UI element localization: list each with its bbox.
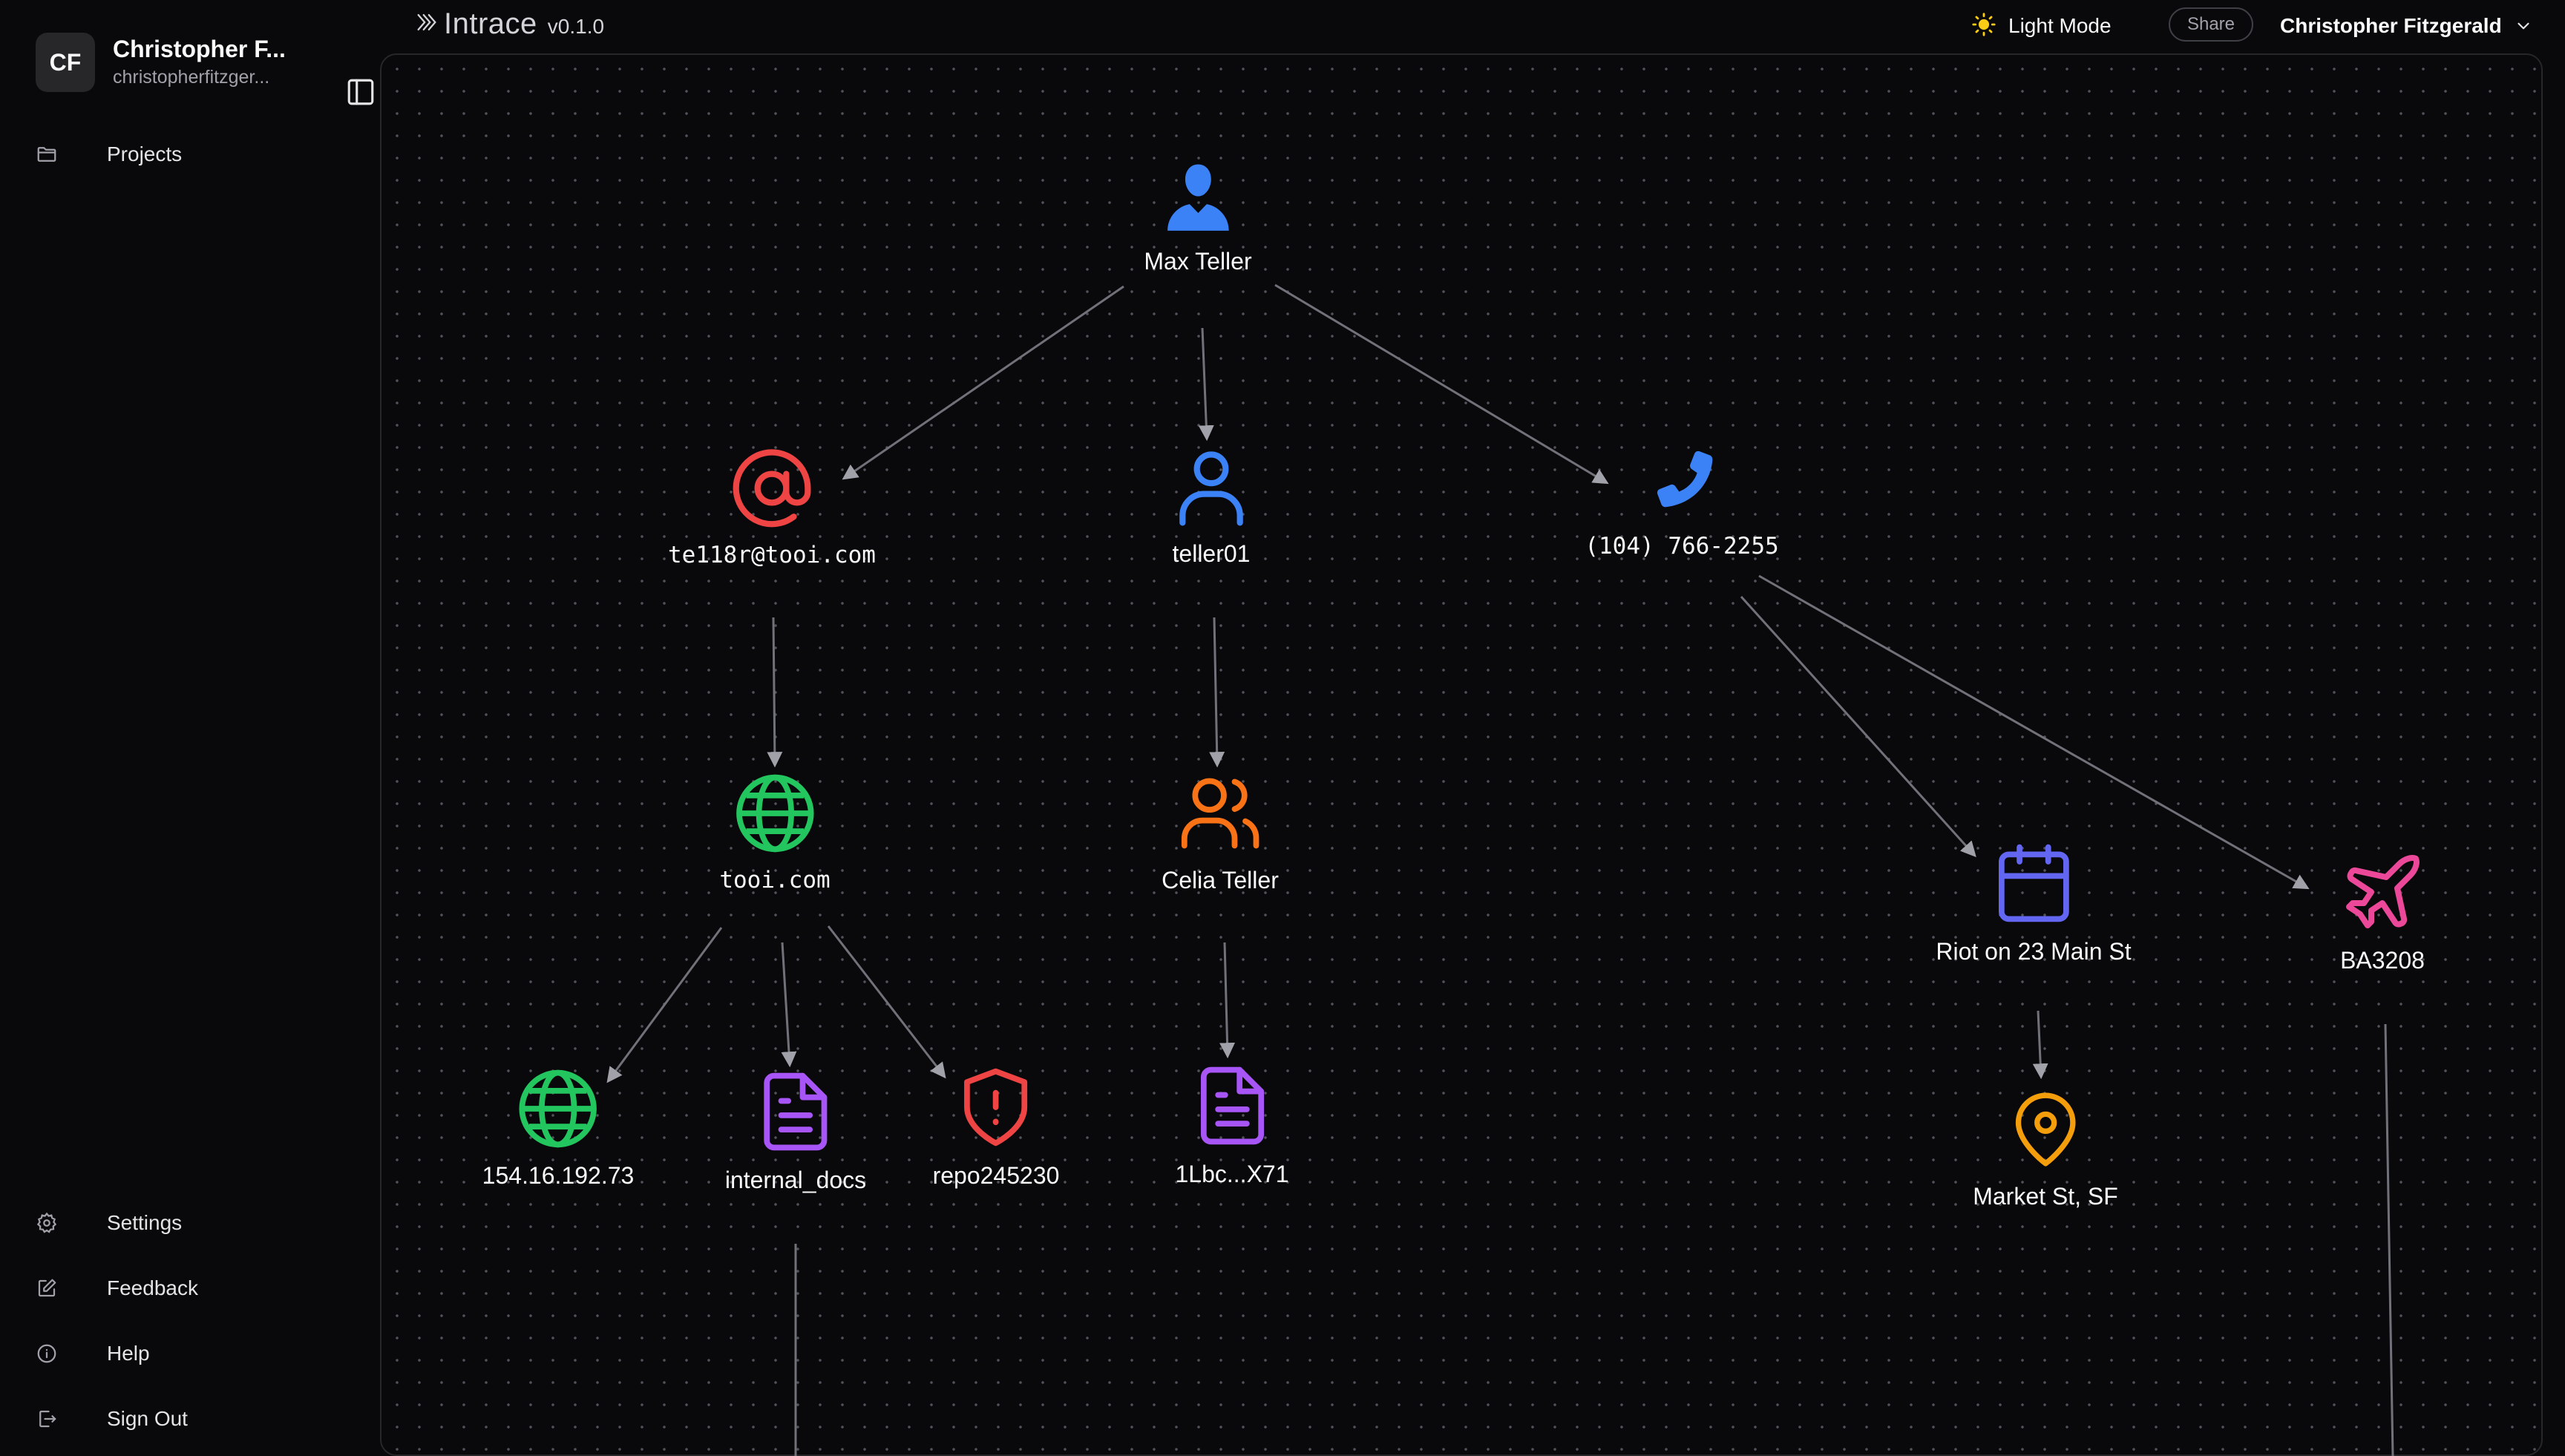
- node-label: internal_docs: [724, 1167, 867, 1193]
- document-icon: [725, 1067, 866, 1156]
- node-username[interactable]: teller01: [1168, 444, 1254, 568]
- brand[interactable]: Intrace v0.1.0: [414, 7, 604, 41]
- account-menu[interactable]: Christopher Fitzgerald: [2280, 7, 2533, 45]
- users-icon: [1162, 770, 1279, 856]
- node-domain[interactable]: tooi.com: [719, 770, 831, 893]
- node-wallet[interactable]: 1Lbc...X71: [1176, 1061, 1289, 1188]
- avatar[interactable]: CF: [36, 33, 95, 92]
- sidebar: CF Christopher F... christopherfitzger..…: [0, 0, 374, 1456]
- sidebar-item-label: Feedback: [107, 1276, 198, 1299]
- node-ip[interactable]: 154.16.192.73: [482, 1066, 635, 1190]
- sidebar-item-label: Help: [107, 1342, 150, 1365]
- sun-icon: [1971, 12, 1996, 41]
- document-icon: [1176, 1061, 1289, 1150]
- node-repo[interactable]: repo245230: [932, 1063, 1060, 1190]
- at-sign-icon: [668, 445, 876, 531]
- node-label: BA3208: [2340, 947, 2425, 974]
- node-internal-docs[interactable]: internal_docs: [725, 1067, 866, 1194]
- user-name: Christopher F...: [113, 36, 286, 62]
- folder-icon: [36, 143, 80, 165]
- node-label: repo245230: [932, 1162, 1060, 1189]
- node-label: Riot on 23 Main St: [1936, 938, 2132, 965]
- node-label: 1Lbc...X71: [1175, 1161, 1289, 1187]
- sidebar-item-label: Sign Out: [107, 1407, 188, 1430]
- sign-out-icon: [36, 1408, 80, 1430]
- edit-icon: [36, 1277, 80, 1299]
- node-label: Max Teller: [1144, 248, 1252, 275]
- sidebar-item-label: Settings: [107, 1211, 183, 1234]
- node-label: Market St, SF: [1973, 1183, 2118, 1210]
- user-profile[interactable]: CF Christopher F... christopherfitzger..…: [36, 30, 374, 105]
- node-label: teller01: [1172, 540, 1251, 567]
- node-phone[interactable]: (104) 766-2255: [1585, 444, 1779, 560]
- account-name: Christopher Fitzgerald: [2280, 14, 2502, 37]
- chevron-down-icon: [2518, 22, 2529, 30]
- node-label: tooi.com: [719, 867, 831, 893]
- sidebar-item-settings[interactable]: Settings: [36, 1201, 332, 1245]
- globe-icon: [719, 770, 830, 856]
- sidebar-item-feedback[interactable]: Feedback: [36, 1266, 332, 1311]
- top-bar: Intrace v0.1.0 Light Mode Share Christop…: [371, 0, 2565, 52]
- sidebar-toggle-icon[interactable]: [343, 74, 379, 110]
- app-name: Intrace: [444, 7, 537, 40]
- gear-icon: [36, 1212, 80, 1234]
- graph-canvas[interactable]: [380, 53, 2543, 1456]
- share-button[interactable]: Share: [2169, 7, 2253, 42]
- sidebar-item-projects[interactable]: Projects: [36, 132, 332, 177]
- logo-icon: [414, 10, 439, 39]
- sidebar-item-label: Projects: [107, 142, 183, 165]
- node-flight[interactable]: BA3208: [2338, 847, 2427, 974]
- node-label: (104) 766-2255: [1585, 533, 1779, 560]
- sidebar-item-help[interactable]: Help: [36, 1331, 332, 1376]
- phone-icon: [1585, 444, 1778, 522]
- theme-toggle-button[interactable]: Light Mode: [1971, 7, 2112, 45]
- plane-icon: [2338, 847, 2427, 937]
- app-version: v0.1.0: [547, 14, 605, 38]
- sidebar-item-sign-out[interactable]: Sign Out: [36, 1397, 332, 1441]
- globe-icon: [482, 1066, 635, 1152]
- node-label: te118r@tooi.com: [668, 542, 876, 568]
- node-event[interactable]: Riot on 23 Main St: [1936, 839, 2132, 965]
- map-pin-icon: [1973, 1086, 2118, 1173]
- user-icon: [1168, 444, 1254, 530]
- node-label: Celia Teller: [1162, 867, 1279, 893]
- info-icon: [36, 1342, 80, 1365]
- person-icon: [1144, 156, 1251, 237]
- node-location[interactable]: Market St, SF: [1973, 1086, 2118, 1210]
- shield-alert-icon: [933, 1063, 1060, 1152]
- node-label: 154.16.192.73: [482, 1162, 635, 1189]
- node-celia[interactable]: Celia Teller: [1162, 770, 1279, 894]
- node-max-teller[interactable]: Max Teller: [1144, 156, 1252, 275]
- node-email[interactable]: te118r@tooi.com: [668, 445, 876, 568]
- user-email: christopherfitzger...: [113, 67, 270, 88]
- theme-toggle-label: Light Mode: [2008, 14, 2112, 37]
- calendar-icon: [1936, 839, 2131, 928]
